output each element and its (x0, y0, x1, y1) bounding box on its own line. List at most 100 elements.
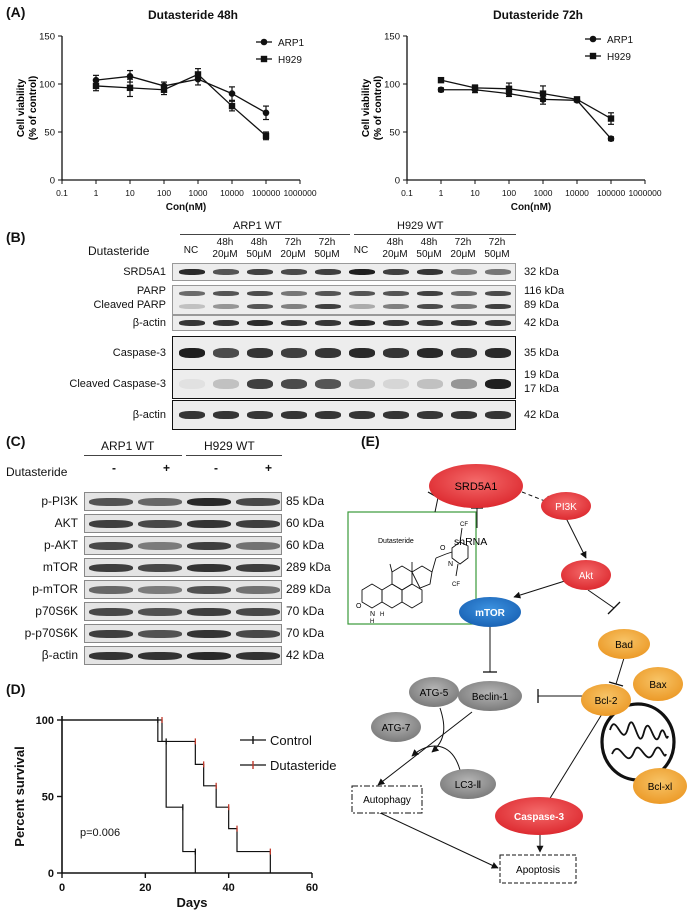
band (349, 304, 375, 309)
band (236, 630, 280, 638)
legend-marker (589, 35, 597, 43)
blot-row-label: β-actin (41, 648, 78, 662)
band (315, 304, 341, 309)
chart-title: Dutasteride 72h (493, 8, 583, 22)
band (247, 269, 273, 275)
x-tick-label: 20 (139, 882, 151, 894)
apoptosis-label: Apoptosis (516, 865, 560, 876)
x-tick-label: 1 (94, 188, 99, 198)
shrna-label: shRNA (454, 536, 487, 548)
caspase3-label: Caspase-3 (514, 812, 564, 823)
x-tick-label: 0.1 (56, 188, 68, 198)
lane-time: NC (353, 245, 369, 256)
structure-label: Dutasteride (378, 538, 414, 545)
band (417, 320, 443, 326)
treatment-label-c: Dutasteride (6, 465, 68, 479)
band (138, 652, 182, 660)
kda-label: 289 kDa (286, 582, 331, 596)
blot-row-label: β-actin (132, 316, 166, 329)
band (236, 520, 280, 528)
band (187, 630, 231, 638)
band (315, 348, 341, 358)
y-tick-label: 50 (42, 792, 54, 804)
data-point (126, 84, 134, 92)
kda-label: 60 kDa (286, 538, 325, 552)
band (179, 348, 205, 358)
blot-row-label: Caspase-3 (112, 346, 166, 359)
band (383, 379, 409, 389)
chart-title: Dutasteride 48h (148, 8, 238, 22)
blot-row-label: mTOR (42, 560, 78, 574)
y-tick-label: 100 (384, 80, 400, 91)
band (247, 348, 273, 358)
svg-text:H: H (370, 619, 374, 625)
lane-dose: 50μM (246, 249, 272, 260)
treatment-label-b: Dutasteride (88, 244, 150, 258)
x-tick-label: 10 (125, 188, 135, 198)
bax-node (633, 667, 683, 701)
band (485, 304, 511, 309)
x-axis-label: Con(nM) (511, 202, 552, 213)
y-tick-label: 150 (39, 32, 55, 43)
band (89, 586, 133, 594)
panel-label-a: (A) (6, 4, 26, 20)
blot-strip (84, 514, 282, 533)
band (485, 411, 511, 419)
band (451, 411, 477, 419)
kda-label: 17 kDa (524, 383, 559, 395)
band (138, 520, 182, 528)
band (236, 542, 280, 550)
blot-strip (84, 624, 282, 643)
band (485, 348, 511, 358)
x-tick-label: 1 (439, 188, 444, 198)
lane-time: 72h (284, 237, 302, 248)
band (138, 498, 182, 506)
blot-strip (84, 646, 282, 665)
band (179, 411, 205, 419)
band (179, 269, 205, 275)
y-tick-label: 0 (50, 176, 55, 187)
svg-text:CF: CF (460, 522, 468, 528)
band (213, 379, 239, 389)
band (187, 608, 231, 616)
series-line (440, 79, 612, 120)
band (138, 630, 182, 638)
band (417, 291, 443, 296)
band (281, 411, 307, 419)
pathway-diagram: Dutasteride O N H H O N CF CF shRNA (347, 464, 687, 884)
blot-row-label: p70S6K (35, 604, 78, 618)
series-line (95, 73, 267, 137)
bcl2-label: Bcl-2 (595, 696, 618, 707)
band (213, 320, 239, 326)
srd5a1-node (429, 464, 523, 508)
x-tick-label: 60 (306, 882, 318, 894)
blot-row-label: Cleaved Caspase-3 (69, 377, 166, 390)
x-tick-label: 100 (502, 188, 516, 198)
lane-dose: 50μM (484, 249, 510, 260)
pi3k-label: PI3K (555, 502, 577, 513)
p-value-annotation: p=0.006 (80, 827, 120, 839)
blot-row-label: Cleaved PARP (93, 299, 166, 311)
data-point (471, 84, 479, 92)
band (89, 652, 133, 660)
svg-text:O: O (356, 603, 362, 610)
band (451, 304, 477, 309)
svg-text:N: N (448, 561, 453, 568)
caspase3-node (495, 797, 583, 835)
band (417, 411, 443, 419)
band (281, 320, 307, 326)
mitochondrion-icon (600, 702, 676, 782)
x-tick-label: 1000 (534, 188, 553, 198)
band (187, 652, 231, 660)
band (281, 379, 307, 389)
band (485, 379, 511, 389)
band (417, 348, 443, 358)
blot-strip (172, 400, 516, 430)
band (187, 542, 231, 550)
band (138, 542, 182, 550)
data-point (262, 132, 270, 140)
